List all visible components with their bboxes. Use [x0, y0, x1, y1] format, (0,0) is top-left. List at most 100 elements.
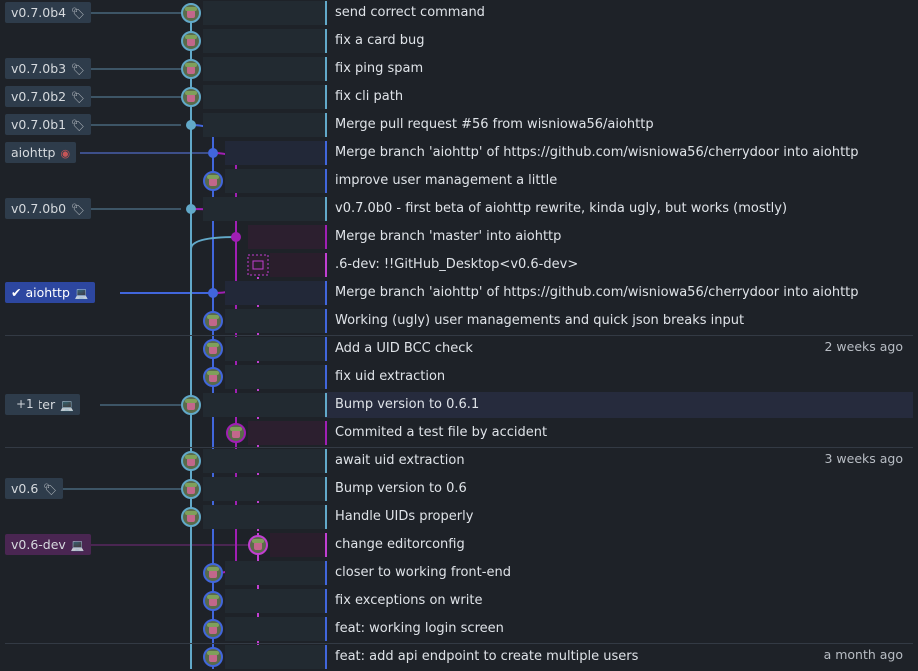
commit-row[interactable]: .6-dev: !!GitHub_Desktop<v0.6-dev>: [0, 251, 918, 279]
author-avatar[interactable]: [203, 591, 223, 611]
branch-badge[interactable]: ✔ aiohttp💻: [5, 282, 95, 303]
lane-color-bar: [325, 113, 327, 137]
commit-row[interactable]: send correct command v0.7.0b4🏷: [0, 0, 918, 27]
lane-color-bar: [325, 253, 327, 277]
tag-badge[interactable]: v0.7.0b1🏷: [5, 114, 92, 135]
commit-message: Merge branch 'master' into aiohttp: [335, 229, 562, 244]
commit-row[interactable]: v0.7.0b0 - first beta of aiohttp rewrite…: [0, 195, 918, 223]
tag-badge[interactable]: v0.7.0b2🏷: [5, 86, 92, 107]
commit-dot[interactable]: [208, 148, 218, 158]
commit-dot[interactable]: [231, 232, 241, 242]
author-avatar[interactable]: [181, 59, 201, 79]
more-refs-badge[interactable]: +1: [11, 394, 39, 415]
lane-color-bar: [325, 477, 327, 501]
author-avatar[interactable]: [181, 3, 201, 23]
lane-highlight: [225, 309, 325, 333]
commit-message: fix cli path: [335, 89, 404, 104]
author-avatar[interactable]: [181, 395, 201, 415]
commit-dot[interactable]: [186, 204, 196, 214]
date-group-separator: [5, 447, 913, 448]
commit-row[interactable]: fix ping spam v0.7.0b3🏷: [0, 55, 918, 83]
commit-date: 2 weeks ago: [824, 339, 904, 354]
tag-badge[interactable]: v0.7.0b3🏷: [5, 58, 92, 79]
author-avatar[interactable]: [181, 507, 201, 527]
lane-highlight: [225, 561, 325, 585]
tag-icon: 🏷: [71, 7, 86, 20]
lane-color-bar: [325, 337, 327, 361]
commit-row[interactable]: feat: working login screen: [0, 615, 918, 643]
author-avatar[interactable]: [226, 423, 246, 443]
commit-row[interactable]: Merge branch 'aiohttp' of https://github…: [0, 139, 918, 167]
author-avatar[interactable]: [203, 367, 223, 387]
commit-message: fix ping spam: [335, 61, 424, 76]
author-avatar[interactable]: [248, 535, 268, 555]
commit-row[interactable]: closer to working front-end: [0, 559, 918, 587]
commit-message: feat: add api endpoint to create multipl…: [335, 649, 639, 664]
lane-color-bar: [325, 169, 327, 193]
lane-color-bar: [325, 57, 327, 81]
commit-message: Working (ugly) user managements and quic…: [335, 313, 745, 328]
commit-row[interactable]: change editorconfig v0.6-dev 💻: [0, 531, 918, 559]
lane-color-bar: [325, 421, 327, 445]
commit-row-background: [325, 84, 913, 110]
author-avatar[interactable]: [203, 619, 223, 639]
commit-row[interactable]: Commited a test file by accident: [0, 419, 918, 447]
lane-highlight: [203, 113, 325, 137]
commit-row[interactable]: Merge branch 'aiohttp' of https://github…: [0, 279, 918, 307]
author-avatar[interactable]: [203, 647, 223, 667]
commit-dot[interactable]: [208, 288, 218, 298]
commit-message: Merge pull request #56 from wisniowa56/a…: [335, 117, 654, 132]
lane-color-bar: [325, 561, 327, 585]
commit-date: a month ago: [823, 647, 903, 662]
lane-highlight: [225, 141, 325, 165]
branch-badge[interactable]: aiohttp◉: [5, 142, 77, 163]
ref-label: v0.6-dev: [11, 537, 66, 552]
lane-highlight: [225, 169, 325, 193]
commit-row[interactable]: Handle UIDs properly: [0, 503, 918, 531]
commit-row[interactable]: feat: add api endpoint to create multipl…: [0, 643, 918, 671]
laptop-icon: 💻: [70, 539, 85, 552]
tag-icon: 🏷: [43, 483, 58, 496]
commit-dot[interactable]: [186, 120, 196, 130]
author-avatar[interactable]: [203, 311, 223, 331]
tag-badge[interactable]: v0.7.0b4🏷: [5, 2, 92, 23]
author-avatar[interactable]: [181, 479, 201, 499]
tag-badge[interactable]: v0.6🏷: [5, 478, 64, 499]
lane-color-bar: [325, 309, 327, 333]
commit-message: Bump version to 0.6: [335, 481, 467, 496]
lane-highlight: [203, 449, 325, 473]
author-avatar[interactable]: [203, 563, 223, 583]
commit-row[interactable]: Working (ugly) user managements and quic…: [0, 307, 918, 335]
commit-row[interactable]: fix exceptions on write: [0, 587, 918, 615]
commit-row[interactable]: Merge branch 'master' into aiohttp: [0, 223, 918, 251]
commit-row[interactable]: fix uid extraction: [0, 363, 918, 391]
commit-message: feat: working login screen: [335, 621, 504, 636]
tag-badge[interactable]: v0.7.0b0🏷: [5, 198, 92, 219]
commit-row[interactable]: fix a card bug: [0, 27, 918, 55]
commit-message: change editorconfig: [335, 537, 465, 552]
check-icon: ✔: [11, 285, 26, 300]
commit-row[interactable]: improve user management a little: [0, 167, 918, 195]
inbox-icon: [252, 260, 264, 270]
commit-message: send correct command: [335, 5, 485, 20]
author-avatar[interactable]: [203, 171, 223, 191]
commit-row[interactable]: fix cli path v0.7.0b2🏷: [0, 83, 918, 111]
author-avatar[interactable]: [181, 451, 201, 471]
commit-row[interactable]: Bump version to 0.6 v0.6🏷: [0, 475, 918, 503]
stash-icon[interactable]: [247, 254, 269, 276]
commit-message: await uid extraction: [335, 453, 465, 468]
author-avatar[interactable]: [181, 87, 201, 107]
lane-color-bar: [325, 589, 327, 613]
branch-badge[interactable]: v0.6-dev 💻: [5, 534, 91, 555]
author-avatar[interactable]: [181, 31, 201, 51]
commit-row[interactable]: Bump version to 0.6.1master💻+1: [0, 391, 918, 419]
commit-row[interactable]: Merge pull request #56 from wisniowa56/a…: [0, 111, 918, 139]
lane-color-bar: [325, 225, 327, 249]
lane-color-bar: [325, 365, 327, 389]
commit-message: Merge branch 'aiohttp' of https://github…: [335, 285, 859, 300]
lane-highlight: [248, 225, 325, 249]
author-avatar[interactable]: [203, 339, 223, 359]
commit-message: fix uid extraction: [335, 369, 446, 384]
